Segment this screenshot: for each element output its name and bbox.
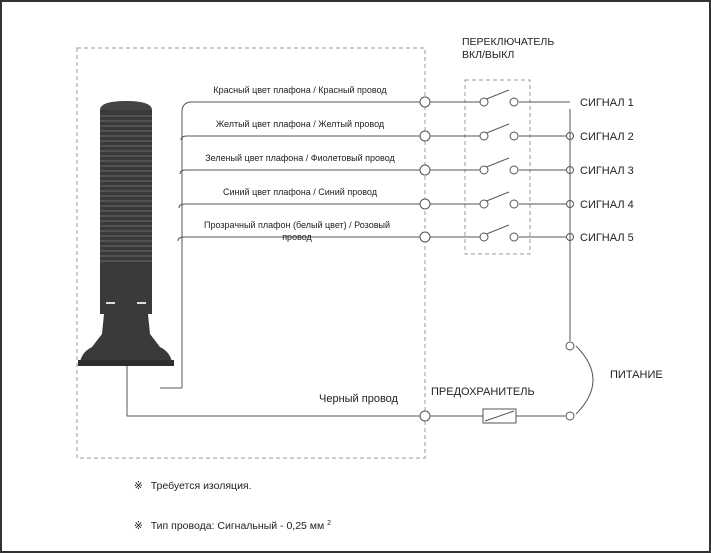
switch-title-line-1: ПЕРЕКЛЮЧАТЕЛЬ [462, 36, 554, 48]
switch-title-line-2: ВКЛ/ВЫКЛ [462, 49, 514, 61]
wire-label-yellow: Желтый цвет плафона / Желтый провод [216, 119, 385, 129]
note-insulation: ※ Требуется изоляция. [134, 480, 252, 492]
switch-contact-out-red[interactable] [509, 97, 519, 107]
wire-label-blue: Синий цвет плафона / Синий провод [223, 187, 378, 197]
wire-path-black [126, 366, 420, 417]
switch-contact-out-yellow[interactable] [509, 131, 519, 141]
signal-label-yellow: СИГНАЛ 2 [580, 131, 634, 143]
tower-unit-boundary [76, 47, 426, 459]
wire-path-green [179, 169, 420, 175]
fuse-element [484, 410, 515, 422]
tower-base [80, 334, 172, 362]
power-terminal-top[interactable] [565, 341, 575, 351]
switch-contact-in-clear[interactable] [479, 232, 489, 242]
switch-blade-green [483, 157, 510, 169]
wire-label-green: Зеленый цвет плафона / Фиолетовый провод [205, 153, 395, 163]
tower-body [100, 110, 152, 314]
switch-blade-yellow [483, 123, 510, 135]
wire-path-yellow [180, 135, 420, 141]
switch-blade-blue [483, 191, 510, 203]
tower-cap [100, 101, 152, 110]
tower-neck [102, 314, 150, 334]
unit-terminal-yellow[interactable] [419, 130, 431, 142]
wire-label-line: Красный цвет плафона / Красный провод [213, 85, 387, 95]
note-wire-type: ※ Тип провода: Сигнальный - 0,25 мм 2 [134, 520, 331, 532]
fuse-label: ПРЕДОХРАНИТЕЛЬ [431, 386, 535, 398]
note-wire-type-text: Тип провода: Сигнальный - 0,25 мм [151, 520, 325, 532]
signal-label-clear: СИГНАЛ 5 [580, 232, 634, 244]
switch-circuits [430, 89, 570, 238]
wire-label-red: Красный цвет плафона / Красный провод [213, 85, 387, 95]
wire-paths [126, 101, 420, 417]
unit-terminal-red[interactable] [419, 96, 431, 108]
switch-contact-in-red[interactable] [479, 97, 489, 107]
switch-blade-clear [483, 224, 510, 236]
unit-terminal-clear[interactable] [419, 231, 431, 243]
signal-label-red: СИГНАЛ 1 [580, 97, 634, 109]
switch-contact-out-blue[interactable] [509, 199, 519, 209]
note-wire-type-mark: ※ [134, 520, 143, 532]
power-terminal-bottom[interactable] [565, 411, 575, 421]
signal-tower [78, 101, 174, 366]
wire-label-line: Желтый цвет плафона / Желтый провод [216, 119, 385, 129]
note-insulation-text: Требуется изоляция. [151, 480, 252, 492]
tower-base-foot [78, 360, 174, 366]
wire-label-clear: Прозрачный плафон (белый цвет) / Розовый… [204, 220, 390, 242]
unit-terminal-blue[interactable] [419, 198, 431, 210]
switch-contact-in-yellow[interactable] [479, 131, 489, 141]
signal-label-green: СИГНАЛ 3 [580, 165, 634, 177]
black-wire-terminal[interactable] [419, 410, 431, 422]
signal-labels: СИГНАЛ 1 СИГНАЛ 2 СИГНАЛ 3 СИГНАЛ 4 СИГНАЛ 5 [580, 97, 634, 244]
power-arc [575, 345, 594, 415]
wire-labels: Красный цвет плафона / Красный проводЖел… [204, 85, 396, 242]
switch-contact-in-green[interactable] [479, 165, 489, 175]
signal-label-blue: СИГНАЛ 4 [580, 199, 634, 211]
switch-contact-out-clear[interactable] [509, 232, 519, 242]
terminals [419, 96, 574, 243]
wire-path-clear [177, 236, 420, 242]
wire-path-red [181, 101, 420, 388]
wire-label-line: Зеленый цвет плафона / Фиолетовый провод [205, 153, 395, 163]
switch-contact-in-blue[interactable] [479, 199, 489, 209]
note-insulation-mark: ※ [134, 480, 143, 492]
wire-label-line: Прозрачный плафон (белый цвет) / Розовый [204, 220, 390, 230]
note-wire-type-superscript: 2 [327, 520, 331, 527]
black-wire-label: Черный провод [319, 393, 399, 405]
wire-path-blue [178, 203, 420, 209]
wire-label-line: провод [282, 232, 312, 242]
switch-block-boundary [464, 79, 531, 255]
power-label: ПИТАНИЕ [610, 369, 663, 381]
tower-ribs [100, 115, 152, 262]
switch-blade-red [483, 89, 510, 101]
tower-indicator-right [137, 302, 146, 304]
switch-contact-out-green[interactable] [509, 165, 519, 175]
unit-terminal-green[interactable] [419, 164, 431, 176]
switch-title: ПЕРЕКЛЮЧАТЕЛЬ ВКЛ/ВЫКЛ [462, 36, 557, 61]
tower-indicator-left [106, 302, 115, 304]
power-circuit [430, 109, 594, 424]
wire-label-line: Синий цвет плафона / Синий провод [223, 187, 378, 197]
